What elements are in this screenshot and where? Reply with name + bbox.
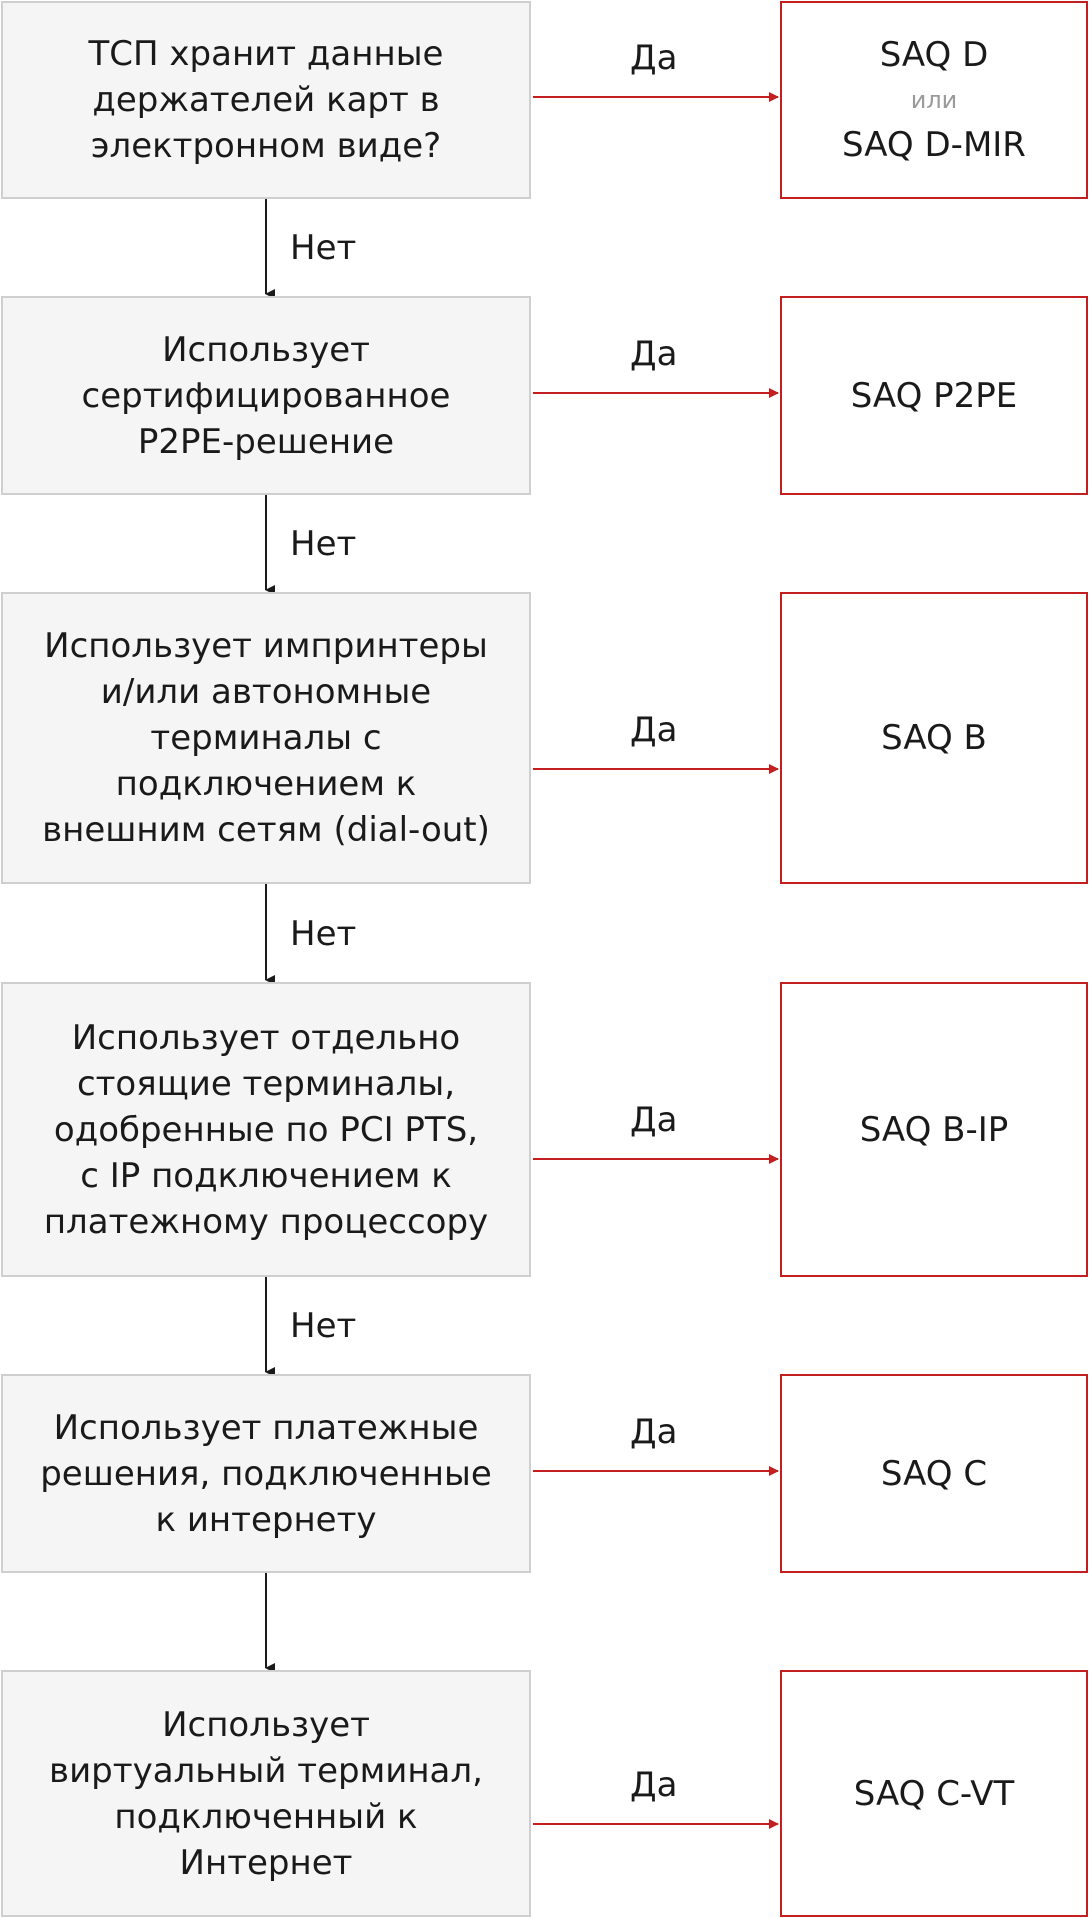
result-label: SAQ B [881,718,987,758]
result-label: SAQ P2PE [850,375,1018,416]
no-label-2: Нет [290,524,357,564]
yes-label-5: Да [630,1412,678,1452]
yes-label-1: Да [630,38,678,78]
result-label: SAQ B-IP [859,1109,1009,1150]
question-box-2: Использует сертифицированное P2PE-решени… [1,296,531,495]
result-box-saq-d: SAQ D или SAQ D-MIR [780,1,1088,199]
result-label-secondary: SAQ D-MIR [842,125,1026,165]
result-box-saq-c: SAQ C [780,1374,1088,1573]
no-label-1: Нет [290,228,357,268]
yes-label-4: Да [630,1100,678,1140]
question-box-6: Использует виртуальный терминал, подключ… [1,1670,531,1917]
result-box-saq-b-ip: SAQ B-IP [780,982,1088,1277]
yes-label-3: Да [630,710,678,750]
result-label-primary: SAQ D [879,35,989,75]
result-label: SAQ C-VT [853,1773,1015,1814]
question-box-4: Использует отдельно стоящие терминалы, о… [1,982,531,1277]
result-label: SAQ C [880,1453,988,1494]
yes-label-2: Да [630,334,678,374]
yes-label-6: Да [630,1765,678,1805]
no-label-3: Нет [290,914,357,954]
no-label-4: Нет [290,1306,357,1346]
result-box-saq-p2pe: SAQ P2PE [780,296,1088,495]
result-box-saq-b: SAQ B [780,592,1088,884]
question-box-5: Использует платежные решения, подключенн… [1,1374,531,1573]
question-box-3: Использует импринтеры и/или автономные т… [1,592,531,884]
question-box-1: ТСП хранит данные держателей карт в элек… [1,1,531,199]
result-box-saq-c-vt: SAQ C-VT [780,1670,1088,1917]
result-or-label: или [910,86,958,114]
